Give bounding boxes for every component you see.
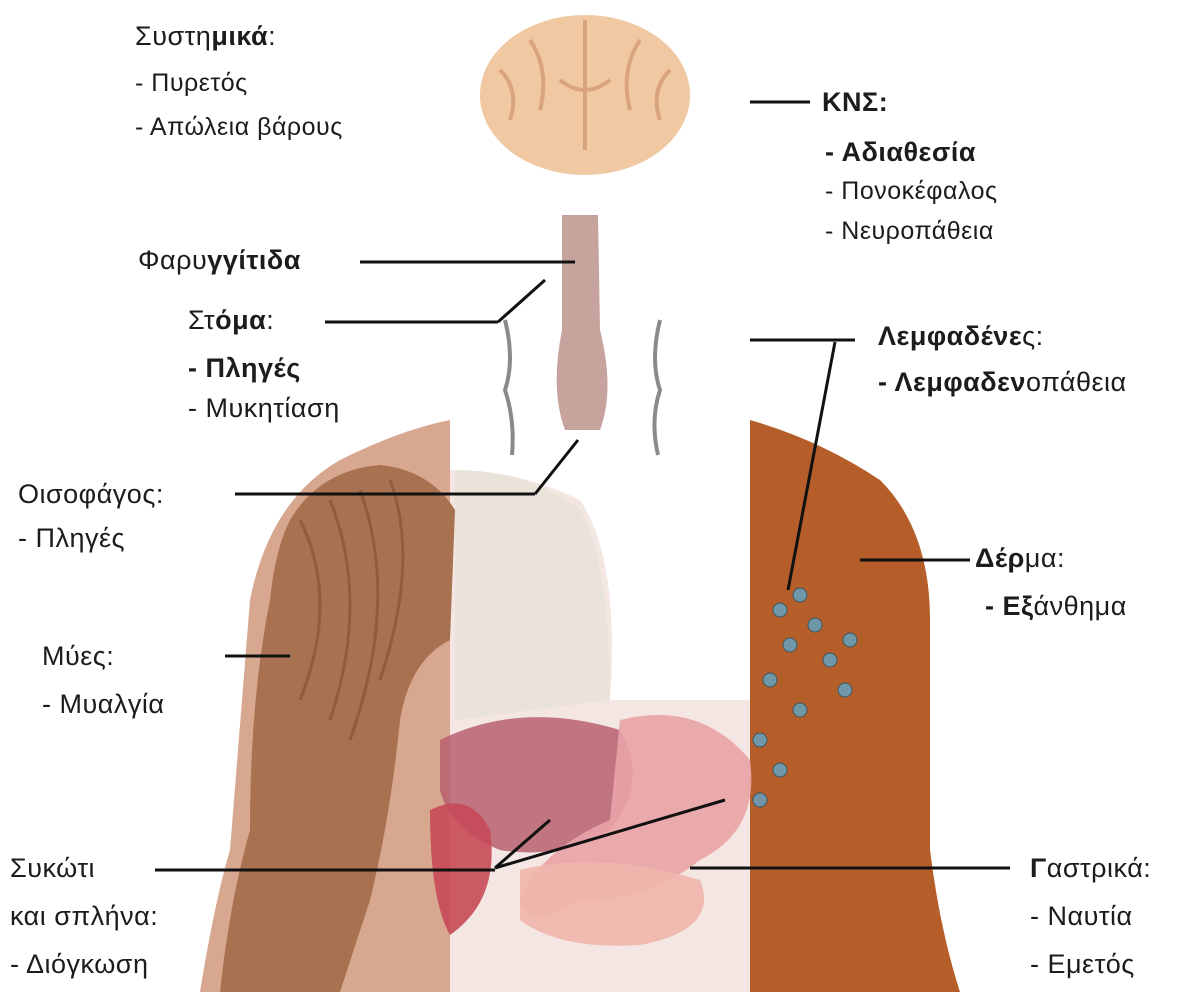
gastric-item-vomiting: - Εμετός xyxy=(1030,948,1135,980)
esophagus-title: Οισοφάγος: xyxy=(18,478,164,510)
skin-title-plain: μα: xyxy=(1025,543,1065,573)
lymph-neck-right xyxy=(654,320,660,455)
lymph-item-bold: - Λεμφαδεν xyxy=(878,367,1026,397)
muscles-item-myalgia: - Μυαλγία xyxy=(42,688,164,720)
mouth-item-candidiasis: - Μυκητίαση xyxy=(188,392,340,424)
mouth-item-sores: - Πληγές xyxy=(188,352,301,384)
esophagus-item-sores: - Πληγές xyxy=(18,522,125,554)
systemic-item-weight-loss: - Απώλεια βάρους xyxy=(135,112,343,142)
systemic-title-plain: Συστη xyxy=(135,21,211,51)
right-body-skin xyxy=(750,420,960,992)
liver-spleen-line-1: Συκώτι xyxy=(10,852,95,884)
gastric-title-bold: Γ xyxy=(1030,853,1047,883)
gastric-item-nausea: - Ναυτία xyxy=(1030,900,1133,932)
mouth-title-colon: : xyxy=(266,305,274,335)
lymph-neck-left xyxy=(505,320,513,455)
skin-item: - Εξάνθημα xyxy=(985,590,1127,622)
skin-title: Δέρμα: xyxy=(975,542,1065,574)
systemic-title-bold: μικά xyxy=(211,21,268,51)
systemic-item-fever: - Πυρετός xyxy=(135,68,248,98)
skin-title-bold: Δέρ xyxy=(975,543,1025,573)
mouth-title-bold: όμα xyxy=(215,305,266,335)
liver-spleen-line-3: - Διόγκωση xyxy=(10,948,148,980)
intestine xyxy=(520,862,704,946)
cns-item-headache: - Πονοκέφαλος xyxy=(825,176,998,206)
mouth-title-plain: Στ xyxy=(188,305,215,335)
skin-item-bold: - Εξ xyxy=(985,591,1034,621)
pharyngitis-plain: Φαρυ xyxy=(138,245,207,275)
systemic-title: Συστημικά: xyxy=(135,20,276,52)
liver-spleen-line-2: και σπλήνα: xyxy=(10,900,158,932)
muscles-title: Μύες: xyxy=(42,640,114,672)
pharyngitis-bold: γγίτιδα xyxy=(207,245,301,275)
cns-title: ΚΝΣ: xyxy=(822,86,888,118)
lymph-title-plain: ς: xyxy=(1022,321,1044,351)
skin-item-plain: άνθημα xyxy=(1034,591,1127,621)
lymph-item: - Λεμφαδενοπάθεια xyxy=(878,366,1127,398)
systemic-title-colon: : xyxy=(268,21,276,51)
pharyngitis-label: Φαρυγγίτιδα xyxy=(138,244,301,276)
lung xyxy=(455,470,610,720)
cns-item-malaise: - Αδιαθεσία xyxy=(825,136,976,168)
pharynx xyxy=(557,215,608,430)
gastric-title-plain: αστρικά: xyxy=(1047,853,1152,883)
cns-item-neuropathy: - Νευροπάθεια xyxy=(825,216,994,246)
gastric-title: Γαστρικά: xyxy=(1030,852,1151,884)
lymph-title: Λεμφαδένες: xyxy=(878,320,1044,352)
mouth-title: Στόμα: xyxy=(188,304,274,336)
lymph-title-bold: Λεμφαδένε xyxy=(878,321,1022,351)
lymph-item-plain: οπάθεια xyxy=(1026,367,1127,397)
